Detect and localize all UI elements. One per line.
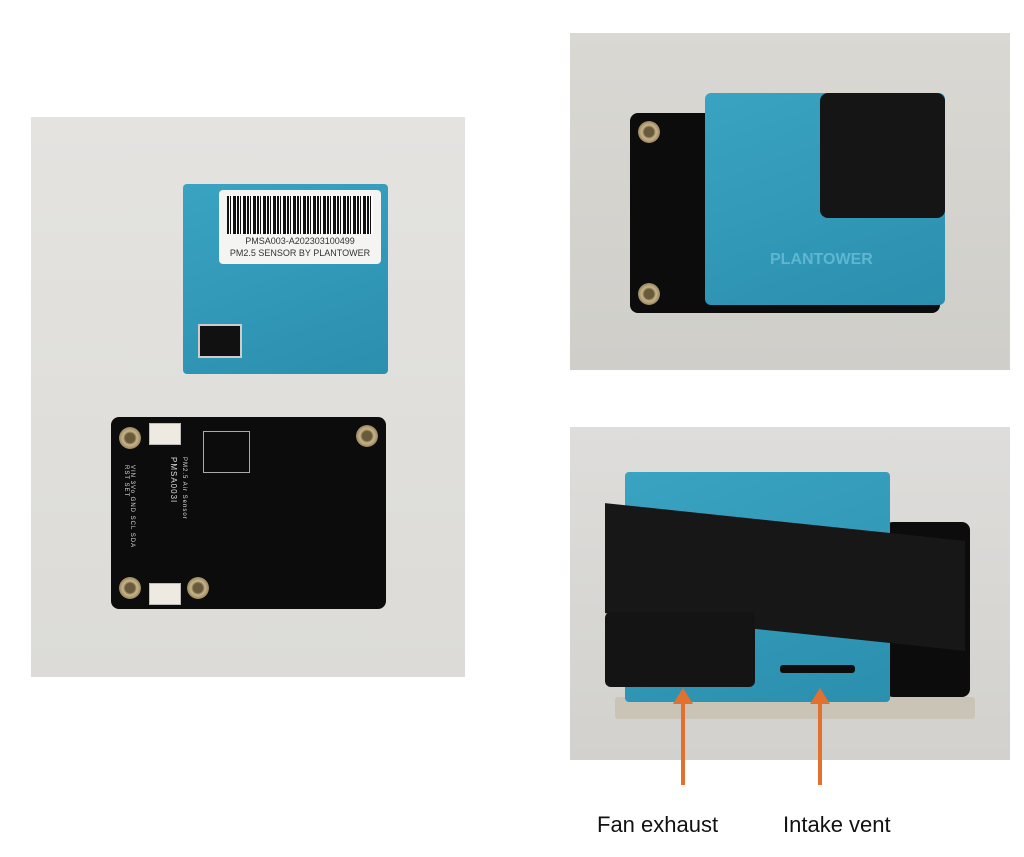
intake-vent-slot <box>780 665 855 673</box>
mounting-hole <box>356 425 378 447</box>
sensor-connector <box>198 324 242 358</box>
mounting-hole <box>119 577 141 599</box>
arrow-fan-exhaust <box>673 688 693 785</box>
mounting-hole <box>187 577 209 599</box>
fan-housing <box>820 93 945 218</box>
photo-assembled-top: PLANTOWER <box>570 33 1010 370</box>
board-edge <box>615 697 975 719</box>
sensor-label-sticker: PMSA003-A202303100499 PM2.5 SENSOR BY PL… <box>219 190 381 264</box>
barcode <box>227 196 373 234</box>
caption-fan-exhaust: Fan exhaust <box>597 812 719 837</box>
stemma-connector <box>149 583 181 605</box>
sensor-serial: PMSA003-A202303100499 <box>245 236 355 246</box>
photo-sensor-and-board-separate: PMSA003-A202303100499 PM2.5 SENSOR BY PL… <box>31 117 465 677</box>
breakout-board: VIN 3Vo GND SCL SDA RST SET PMSA003I PM2… <box>111 417 386 609</box>
stemma-connector <box>149 423 181 445</box>
pin-labels: VIN 3Vo GND SCL SDA RST SET <box>123 465 135 548</box>
arrow-intake-vent <box>810 688 830 785</box>
mounting-hole <box>638 121 660 143</box>
photo-assembled-side <box>570 427 1010 760</box>
caption-intake-vent: Intake vent <box>783 812 891 837</box>
mounting-hole <box>119 427 141 449</box>
fan-exhaust-opening <box>605 612 755 687</box>
mounting-hole <box>638 283 660 305</box>
board-subtitle: PM2.5 Air Sensor <box>181 457 187 520</box>
pm25-sensor: PLANTOWER <box>705 93 945 305</box>
connector-footprint <box>203 431 250 473</box>
pm25-sensor-bottom: PMSA003-A202303100499 PM2.5 SENSOR BY PL… <box>183 184 388 374</box>
sensor-description: PM2.5 SENSOR BY PLANTOWER <box>229 248 371 258</box>
brand-mark: PLANTOWER <box>770 251 873 268</box>
board-model: PMSA003I <box>169 457 178 504</box>
